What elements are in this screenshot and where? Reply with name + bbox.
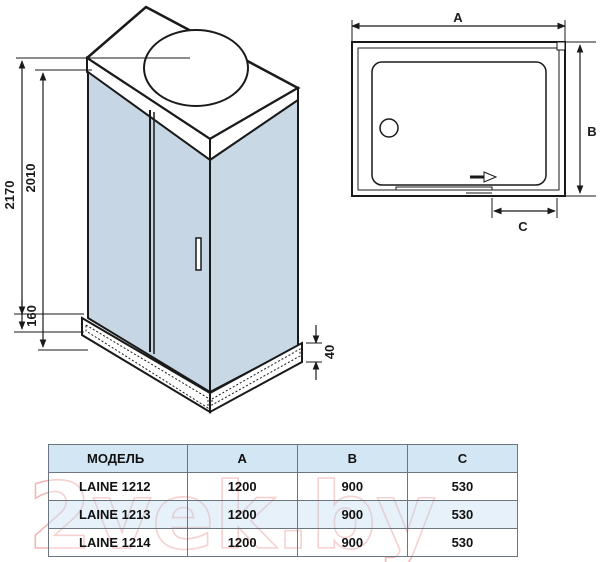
cell-model: LAINE 1213 — [48, 500, 188, 529]
drain-icon — [379, 118, 399, 138]
dim-height-base: 40 — [322, 345, 337, 359]
cell-model: LAINE 1214 — [48, 528, 188, 557]
tray-side-pattern — [211, 348, 301, 406]
header-c: C — [406, 444, 519, 473]
dim-label-a: A — [453, 10, 463, 25]
dim-label-b: B — [587, 124, 596, 139]
header-b: B — [296, 444, 408, 473]
cell-a: 1200 — [186, 472, 298, 501]
dim-label-c: C — [518, 219, 528, 234]
table-row: LAINE 1212 1200 900 530 — [48, 472, 519, 501]
header-model: МОДЕЛЬ — [48, 444, 188, 473]
table-header-row: МОДЕЛЬ A B C — [48, 444, 519, 473]
cell-b: 900 — [296, 472, 408, 501]
tray-side — [209, 341, 303, 414]
plan-door — [395, 186, 493, 191]
table-row: LAINE 1213 1200 900 530 — [48, 500, 519, 529]
dimension-lines: 2170 2010 160 40 — [2, 57, 337, 380]
dim-height-doors: 2010 — [23, 164, 38, 193]
plan-tray — [371, 61, 547, 186]
cell-b: 900 — [296, 528, 408, 557]
dim-height-total: 2170 — [2, 181, 17, 210]
cell-b: 900 — [296, 500, 408, 529]
cell-a: 1200 — [186, 528, 298, 557]
model-spec-table: МОДЕЛЬ A B C LAINE 1212 1200 900 530 LAI… — [48, 444, 519, 557]
table-row: LAINE 1214 1200 900 530 — [48, 528, 519, 557]
cell-a: 1200 — [186, 500, 298, 529]
door-handle — [195, 237, 202, 271]
overhead-shower — [143, 29, 249, 107]
header-a: A — [186, 444, 298, 473]
dim-height-tray: 160 — [24, 305, 39, 327]
cell-c: 530 — [406, 528, 519, 557]
cell-c: 530 — [406, 472, 519, 501]
plan-view: A B C — [351, 10, 597, 234]
cell-c: 530 — [406, 500, 519, 529]
tray-front-pattern — [85, 324, 209, 409]
cabin-3d-view — [81, 5, 303, 414]
cell-model: LAINE 1212 — [48, 472, 188, 501]
